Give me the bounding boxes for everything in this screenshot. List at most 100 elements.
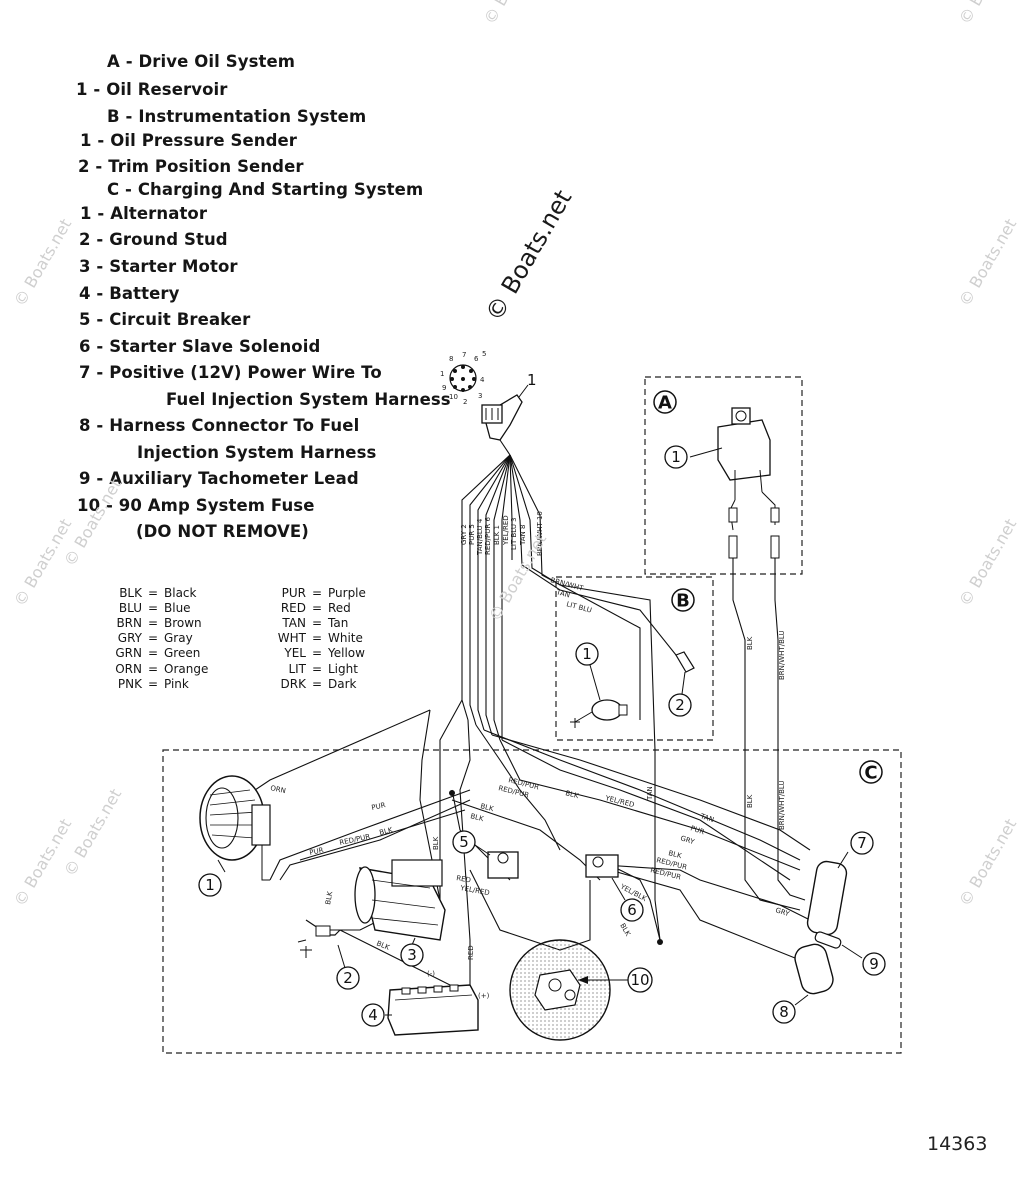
ground-stud: 2 (297, 919, 360, 990)
starter-motor: 3 (354, 859, 446, 967)
svg-text:10: 10 (449, 393, 458, 401)
positive-power-wire-connector: 7 (806, 831, 874, 936)
legend-section-c: C - Charging And Starting System (107, 180, 424, 199)
svg-text:TAN/BLU 4: TAN/BLU 4 (476, 518, 484, 556)
svg-text:4: 4 (480, 376, 485, 384)
svg-text:2: 2 (343, 969, 353, 987)
svg-text:BLK 1: BLK 1 (493, 525, 501, 545)
svg-text:10: 10 (630, 971, 649, 989)
svg-text:LIT BLU 3: LIT BLU 3 (510, 517, 518, 550)
svg-text:BLK: BLK (432, 836, 440, 850)
component-legend: A - Drive Oil System 1 - Oil Reservoir B… (0, 0, 451, 560)
svg-text:2: 2 (463, 398, 467, 406)
svg-text:BLK: BLK (379, 826, 394, 837)
svg-text:RED/PUR 6: RED/PUR 6 (484, 517, 492, 555)
svg-text:TAN: TAN (555, 588, 571, 600)
legend-item-continued: Fuel Injection System Harness (166, 390, 451, 409)
color-code-row: WHT=White (277, 631, 363, 645)
svg-text:5: 5 (459, 833, 469, 851)
section-a-label: A (653, 390, 677, 414)
legend-item: 2 - Ground Stud (79, 230, 228, 249)
svg-text:6: 6 (627, 901, 637, 919)
svg-text:1: 1 (671, 448, 681, 466)
svg-text:PUR: PUR (309, 846, 325, 857)
svg-text:9: 9 (869, 955, 879, 973)
svg-text:YEL/RED: YEL/RED (604, 794, 636, 809)
legend-item: 5 - Circuit Breaker (79, 310, 251, 329)
plug-pinout-diagram: 8 7 6 5 4 3 2 1 10 9 (440, 350, 486, 406)
svg-text:BLK: BLK (668, 849, 683, 860)
svg-text:BLK: BLK (480, 802, 495, 813)
legend-item: 1 - Alternator (80, 204, 208, 223)
legend-section-a: A - Drive Oil System (107, 52, 296, 71)
legend-item: 10 - 90 Amp System Fuse (77, 496, 315, 515)
svg-text:BLK: BLK (565, 789, 580, 800)
color-code-row: LIT=Light (288, 662, 358, 676)
harness-wire-labels: GRY 2 PUR 5 TAN/BLU 4 RED/PUR 6 BLK 1 YE… (460, 511, 544, 556)
legend-item: 2 - Trim Position Sender (78, 157, 304, 176)
svg-text:3: 3 (478, 392, 482, 400)
main-harness-wires (461, 439, 681, 941)
svg-text:BLK: BLK (375, 939, 391, 952)
svg-text:YEL/RED: YEL/RED (502, 515, 510, 546)
legend-item-note: (DO NOT REMOVE) (136, 522, 309, 541)
svg-text:YEL/RED: YEL/RED (459, 884, 491, 897)
starter-slave-solenoid: 6 (585, 854, 644, 922)
svg-text:1: 1 (205, 876, 215, 894)
color-code-row: BLU=Blue (118, 601, 191, 615)
legend-item: 8 - Harness Connector To Fuel (79, 416, 360, 435)
svg-text:RED: RED (467, 945, 475, 960)
svg-text:BLK: BLK (746, 636, 754, 650)
svg-text:6: 6 (474, 355, 479, 363)
section-c-label: C (859, 760, 883, 784)
svg-text:ORN: ORN (270, 784, 287, 795)
fuel-injection-harness-connector: 8 (772, 943, 834, 1024)
legend-item: 1 - Oil Pressure Sender (80, 131, 298, 150)
svg-text:1: 1 (440, 370, 444, 378)
svg-text:8: 8 (779, 1003, 789, 1021)
battery: (-) (+) 4 (361, 970, 490, 1036)
svg-text:8: 8 (449, 355, 453, 363)
svg-text:TAN 8: TAN 8 (519, 525, 527, 546)
svg-text:7: 7 (857, 834, 867, 852)
color-code-row: BRN=Brown (116, 616, 202, 630)
color-code-row: GRY=Gray (117, 631, 193, 645)
svg-text:BRN/WHT 10: BRN/WHT 10 (536, 511, 544, 556)
svg-text:7: 7 (462, 351, 466, 359)
system-fuse-detail: 10 (509, 939, 653, 1041)
svg-text:1: 1 (582, 645, 592, 663)
color-code-row: TAN=Tan (282, 616, 349, 630)
instrument-harness-plug: 1 (481, 371, 537, 441)
svg-text:3: 3 (407, 946, 417, 964)
svg-text:BRN/WHT/BLU: BRN/WHT/BLU (778, 780, 786, 830)
svg-text:9: 9 (442, 384, 446, 392)
color-code-row: GRN=Green (115, 646, 201, 660)
figure-number: 14363 (927, 1133, 988, 1155)
svg-text:2: 2 (675, 696, 685, 714)
svg-text:PUR: PUR (371, 801, 387, 812)
legend-item-continued: Injection System Harness (137, 443, 377, 462)
svg-text:(-): (-) (427, 970, 435, 978)
section-c-wire-labels: ORN PUR PUR RED/PUR BLK RED/PUR RED/PUR … (270, 776, 791, 960)
legend-section-b: B - Instrumentation System (107, 107, 367, 126)
svg-text:BLK: BLK (470, 812, 485, 823)
section-a-box (644, 376, 803, 575)
color-code-row: BLK=Black (119, 586, 197, 600)
svg-text:LIT BLU: LIT BLU (565, 600, 592, 614)
auxiliary-tachometer-lead: 9 (814, 931, 886, 976)
color-code-row: PNK=Pink (117, 677, 189, 691)
legend-item: 9 - Auxiliary Tachometer Lead (79, 469, 359, 488)
svg-text:RED: RED (456, 874, 472, 884)
legend-item: 3 - Starter Motor (79, 257, 238, 276)
wire-color-codes: BLK=Black BLU=Blue BRN=Brown GRY=Gray GR… (0, 580, 420, 700)
oil-pressure-sender: 1 (570, 642, 628, 728)
legend-item: 6 - Starter Slave Solenoid (79, 337, 321, 356)
svg-text:GRY: GRY (774, 906, 791, 918)
color-code-row: DRK=Dark (280, 677, 357, 691)
svg-text:BLK: BLK (324, 890, 334, 905)
circuit-breaker: 5 (452, 830, 519, 879)
svg-text:BLK: BLK (746, 794, 754, 808)
alternator: 1 (198, 775, 271, 897)
svg-text:TAN: TAN (698, 812, 715, 824)
